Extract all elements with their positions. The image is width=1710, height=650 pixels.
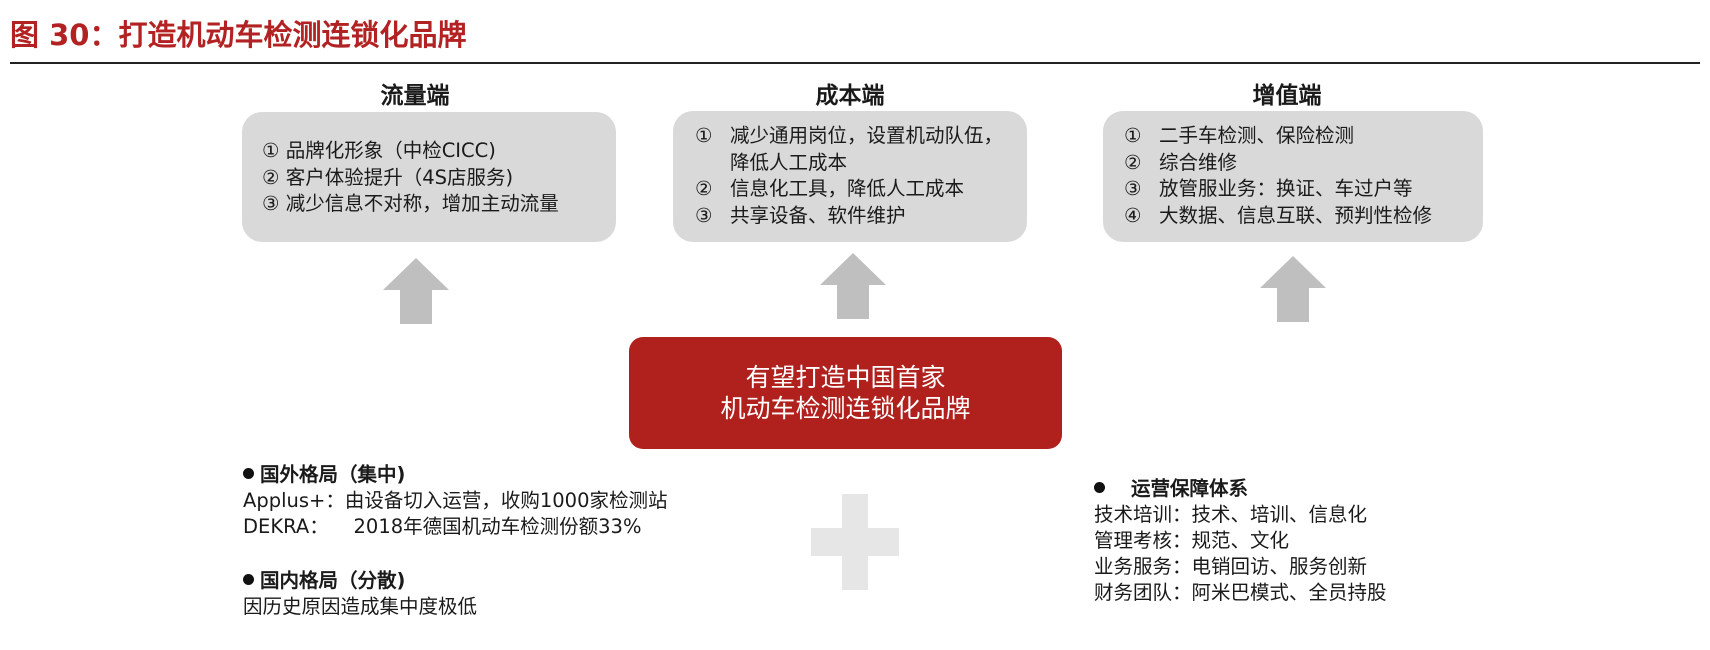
section-line: 管理考核：规范、文化 (1094, 529, 1290, 552)
item-text: 信息化工具，降低人工成本 (730, 177, 965, 200)
list-item: ④ 大数据、信息互联、预判性检修 (1124, 203, 1483, 230)
item-number: ③ (1124, 177, 1142, 200)
item-number: ② (1124, 150, 1142, 174)
list-item: ① 减少通用岗位，设置机动队伍， (695, 123, 1027, 150)
item-text: 品牌化形象（中检CICC) (285, 139, 496, 162)
title-divider (10, 62, 1700, 64)
item-text: 减少通用岗位，设置机动队伍， (730, 124, 1004, 147)
item-number: ④ (1124, 203, 1142, 227)
center-line-2: 机动车检测连锁化品牌 (720, 394, 971, 423)
column-heading-value-added: 增值端 (1252, 83, 1322, 109)
item-text: 二手车检测、保险检测 (1159, 124, 1355, 147)
domestic-landscape-section: 国内格局（分散) 因历史原因造成集中度极低 (243, 568, 477, 620)
cost-box: ① 减少通用岗位，设置机动队伍， 降低人工成本 ② 信息化工具，降低人工成本 ③ 共享… (673, 111, 1027, 242)
section-line: DEKRA： 2018年德国机动车检测份额33% (243, 515, 642, 538)
center-brand-box: 有望打造中国首家 机动车检测连锁化品牌 (629, 337, 1062, 449)
item-number: ① (695, 124, 713, 147)
bullet-icon (243, 468, 254, 479)
column-heading-cost: 成本端 (815, 83, 885, 109)
foreign-landscape-section: 国外格局（集中) Applus+：由设备切入运营，收购1000家检测站 DEKR… (243, 462, 668, 540)
item-text: 综合维修 (1159, 150, 1238, 174)
section-line: 财务团队：阿米巴模式、全员持股 (1094, 581, 1387, 604)
bullet-icon (1094, 482, 1105, 493)
section-line: Applus+：由设备切入运营，收购1000家检测站 (243, 489, 668, 512)
up-arrow-icon (383, 258, 449, 324)
center-line-1: 有望打造中国首家 (745, 363, 946, 392)
item-text: 大数据、信息互联、预判性检修 (1159, 203, 1433, 227)
operations-support-section: 运营保障体系 技术培训：技术、培训、信息化 管理考核：规范、文化 业务服务：电销… (1094, 476, 1387, 606)
list-item: ② 信息化工具，降低人工成本 (695, 176, 1027, 203)
list-item: ② 综合维修 (1124, 150, 1483, 177)
section-heading: 国内格局（分散) (243, 568, 477, 594)
list-item: ③ 放管服业务：换证、车过户等 (1124, 176, 1483, 203)
bullet-icon (243, 574, 254, 585)
traffic-box: ① 品牌化形象（中检CICC) ② 客户体验提升（4S店服务) ③ 减少信息不对… (242, 112, 616, 242)
figure-title: 图 30：打造机动车检测连锁化品牌 (10, 18, 467, 52)
section-heading: 国外格局（集中) (243, 462, 668, 488)
item-text: 放管服业务：换证、车过户等 (1159, 177, 1413, 200)
list-item: ① 品牌化形象（中检CICC) (262, 138, 616, 165)
up-arrow-icon (1260, 256, 1326, 322)
list-item: ① 二手车检测、保险检测 (1124, 123, 1483, 150)
up-arrow-icon (820, 253, 886, 319)
item-text: 客户体验提升（4S店服务) (285, 165, 514, 189)
section-line: 业务服务：电销回访、服务创新 (1094, 555, 1368, 578)
item-number: ③ (695, 203, 713, 227)
list-item: ③ 共享设备、软件维护 (695, 203, 1027, 230)
section-line: 技术培训：技术、培训、信息化 (1094, 503, 1368, 526)
section-heading: 运营保障体系 (1094, 476, 1387, 502)
item-number: ② (695, 177, 713, 200)
value-added-box: ① 二手车检测、保险检测 ② 综合维修 ③ 放管服业务：换证、车过户等 ④ 大数据、信息… (1103, 111, 1483, 242)
item-number: ① (1124, 124, 1142, 147)
item-text: 共享设备、软件维护 (730, 203, 906, 227)
item-number: ② (262, 165, 280, 189)
item-number: ① (262, 139, 280, 162)
list-item: ② 客户体验提升（4S店服务) (262, 165, 616, 192)
column-heading-traffic: 流量端 (380, 83, 450, 109)
list-item: ③ 减少信息不对称，增加主动流量 (262, 191, 616, 218)
item-number: ③ (262, 192, 280, 215)
list-item-continuation: 降低人工成本 (730, 150, 848, 174)
plus-icon (811, 494, 899, 590)
section-line: 因历史原因造成集中度极低 (243, 595, 478, 618)
item-text: 减少信息不对称，增加主动流量 (285, 192, 559, 215)
